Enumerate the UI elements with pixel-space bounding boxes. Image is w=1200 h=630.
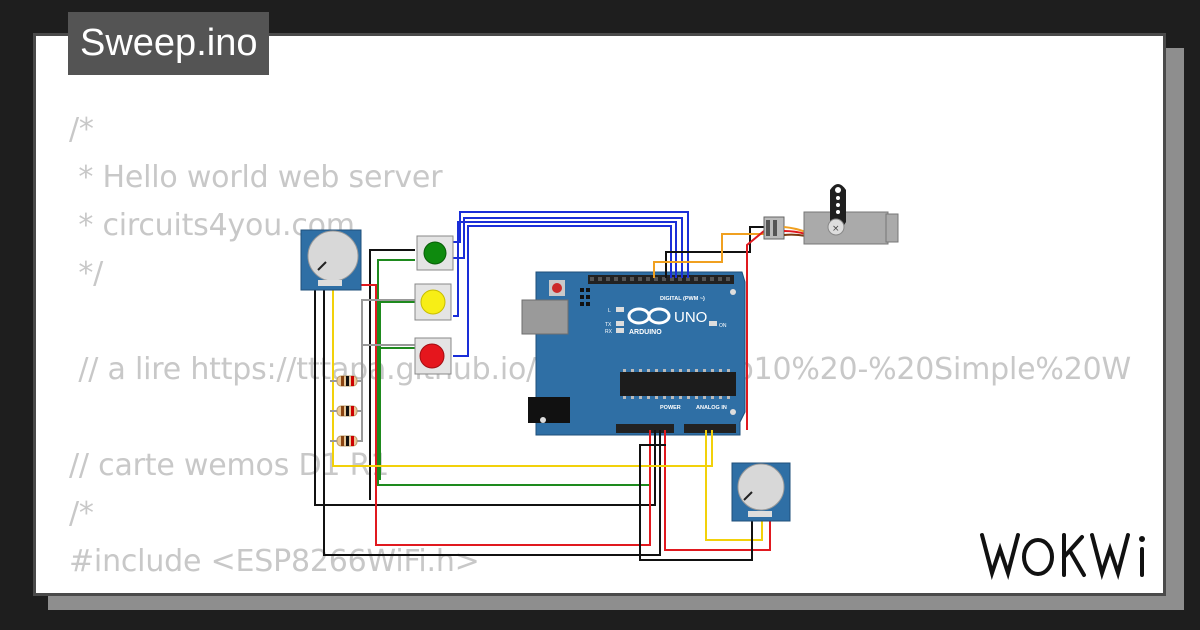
pushbutton-green[interactable] xyxy=(416,235,454,271)
on-label: ON xyxy=(719,323,727,329)
resistor-3[interactable] xyxy=(336,435,358,447)
code-line: /* xyxy=(69,496,94,531)
code-line: #include <ESP8266WiFi.h> xyxy=(69,544,480,579)
analog-header xyxy=(684,424,736,433)
project-title[interactable]: Sweep.ino xyxy=(68,12,270,75)
wokwi-logo xyxy=(980,533,1145,581)
resistor-2[interactable] xyxy=(336,405,358,417)
led-l-label: L xyxy=(608,308,611,314)
potentiometer-right[interactable] xyxy=(731,462,791,522)
code-line: * Hello world web server xyxy=(69,160,443,195)
board-brand: ARDUINO xyxy=(629,329,662,336)
pushbutton-yellow[interactable] xyxy=(414,283,452,321)
resistor-1[interactable] xyxy=(336,375,358,387)
analog-label: ANALOG IN xyxy=(696,405,727,411)
led-rx-label: RX xyxy=(605,329,613,335)
led-tx-label: TX xyxy=(605,322,612,328)
arduino-uno-board[interactable]: UNO ARDUINO DIGITAL (PWM ~) POWER ANALOG… xyxy=(521,271,746,436)
code-line: /* xyxy=(69,112,94,147)
code-line: #include <WiFiClient.h> xyxy=(69,586,1163,593)
potentiometer-left[interactable] xyxy=(300,229,362,291)
board-model: UNO xyxy=(674,309,707,326)
reset-button[interactable] xyxy=(552,283,562,293)
code-line: // carte wemos D1 R1 xyxy=(69,448,390,483)
power-header xyxy=(616,424,674,433)
atmega-chip xyxy=(620,372,736,396)
arduino-logo-icon xyxy=(627,307,671,325)
power-label: POWER xyxy=(660,405,681,411)
svg-text:×: × xyxy=(832,224,840,234)
digital-header xyxy=(588,275,734,284)
power-jack xyxy=(528,397,570,423)
usb-port xyxy=(521,299,569,335)
digital-label: DIGITAL (PWM ~) xyxy=(660,296,705,302)
code-line: */ xyxy=(69,256,104,291)
servo-motor[interactable]: × xyxy=(763,184,899,245)
pushbutton-red[interactable] xyxy=(414,337,452,375)
